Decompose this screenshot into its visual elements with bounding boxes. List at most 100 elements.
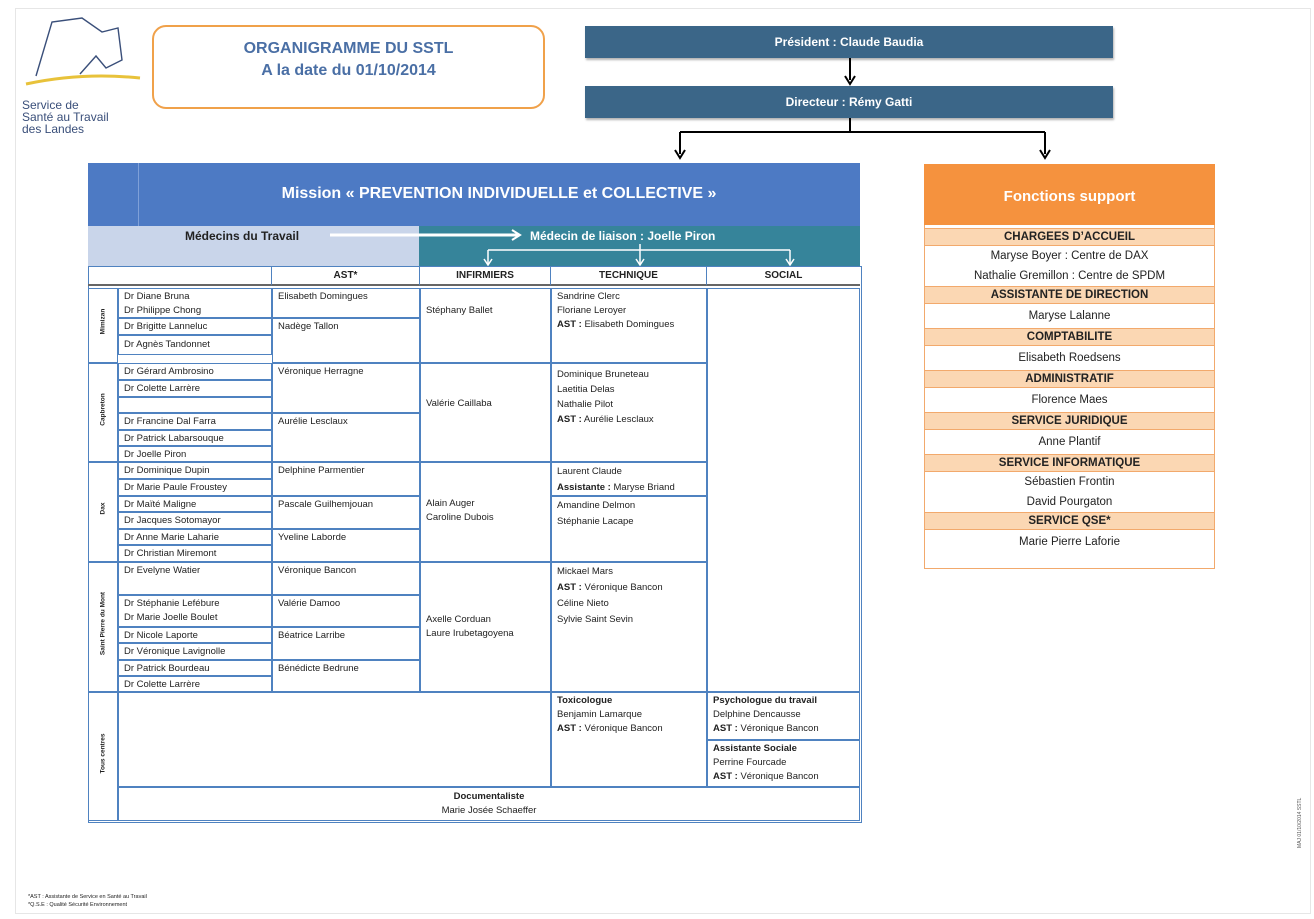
- infirmier-name: Laure Irubetagoyena: [426, 628, 514, 639]
- technique-cell: Sandrine Clerc Floriane Leroyer AST : El…: [551, 288, 707, 363]
- ast-name: Véronique Herragne: [278, 366, 364, 377]
- technique-ast-line: AST : Aurélie Lesclaux: [557, 412, 701, 427]
- title-line-2: A la date du 01/10/2014: [261, 62, 436, 79]
- support-person: Maryse Boyer : Centre de DAX: [990, 250, 1149, 262]
- technique-ast: Véronique Bancon: [581, 582, 663, 593]
- doctor-name: Dr Francine Dal Farra: [124, 416, 216, 427]
- ast-cell: Yveline Laborde: [272, 529, 420, 562]
- ast-name: Elisabeth Domingues: [278, 291, 368, 302]
- doctor-cell: Dr Marie Paule Froustey: [118, 479, 272, 496]
- infirmier-name: Stéphany Ballet: [426, 305, 493, 316]
- tous-centres-empty: [118, 692, 551, 787]
- doctor-name: Dr Nicole Laporte: [124, 630, 198, 641]
- doctor-name: Dr Diane Bruna: [124, 291, 190, 302]
- toxicologue-title: Toxicologue: [557, 695, 613, 706]
- technique-name: Floriane Leroyer: [557, 305, 627, 316]
- technique-ast-line: AST : Véronique Bancon: [557, 580, 701, 596]
- mission-header: Mission « PREVENTION INDIVIDUELLE et COL…: [88, 163, 860, 226]
- ast-cell: Véronique Herragne: [272, 363, 420, 413]
- assistante-sociale-ast-line: AST : Véronique Bancon: [713, 770, 854, 784]
- technique-name: Sylvie Saint Sevin: [557, 614, 634, 625]
- doctor-name: Dr Véronique Lavignolle: [124, 646, 226, 657]
- mission-title: Mission « PREVENTION INDIVIDUELLE et COL…: [281, 185, 717, 202]
- support-section-header: SERVICE JURIDIQUE: [924, 412, 1215, 430]
- support-title: Fonctions support: [924, 164, 1215, 225]
- doctor-name: Dr Colette Larrère: [124, 383, 201, 394]
- doctor-name: Dr Marie Paule Froustey: [124, 482, 227, 493]
- social-cell-empty: [707, 288, 860, 692]
- support-section-header: ASSISTANTE DE DIRECTION: [924, 286, 1215, 304]
- doctor-name: Dr Philippe Chong: [124, 305, 202, 316]
- footnote-qse: *Q.S.E : Qualité Sécurité Environnement: [28, 902, 128, 908]
- liaison-label: Médecin de liaison : Joelle Piron: [530, 229, 716, 243]
- ast-name: Valérie Damoo: [278, 598, 341, 609]
- support-section-header: COMPTABILITE: [924, 328, 1215, 346]
- documentaliste-name: Marie Josée Schaeffer: [441, 805, 537, 816]
- logo-line-3: des Landes: [22, 122, 85, 136]
- support-person: Maryse Lalanne: [1028, 310, 1111, 322]
- technique-name: Laetitia Delas: [557, 384, 615, 395]
- ast-prefix: AST :: [557, 414, 582, 425]
- logo-line-1: Service de: [22, 98, 79, 112]
- doctor-cell: Dr Joelle Piron: [118, 446, 272, 462]
- doctor-cell: Dr Brigitte Lanneluc: [118, 318, 272, 335]
- infirmier-cell: Stéphany Ballet: [420, 288, 551, 363]
- sstl-logo: Service de Santé au Travail des Landes: [22, 14, 142, 154]
- title-line-1: ORGANIGRAMME DU SSTL: [243, 40, 454, 57]
- landes-map-icon: [25, 17, 141, 86]
- doctor-name: Dr Christian Miremont: [124, 548, 217, 559]
- doctor-name: Dr Stéphanie Lefébure: [124, 598, 220, 609]
- assistante-sociale-cell: Assistante Sociale Perrine Fourcade AST …: [707, 740, 860, 787]
- doctor-cell: Dr Dominique Dupin: [118, 462, 272, 479]
- doctor-name: Dr Anne Marie Laharie: [124, 532, 220, 543]
- doctor-cell: Dr Patrick Labarsouque: [118, 430, 272, 446]
- assistante-prefix: Assistante :: [557, 482, 611, 493]
- header-infirmiers: INFIRMIERS: [420, 266, 551, 286]
- ast-prefix: AST :: [557, 723, 582, 734]
- doctor-cell: Dr Evelyne Watier: [118, 562, 272, 595]
- ast-prefix: AST :: [557, 582, 582, 593]
- support-person: Anne Plantif: [1038, 436, 1101, 448]
- header-ast: AST*: [272, 266, 420, 286]
- ast-name: Béatrice Larribe: [278, 630, 346, 641]
- mission-side-strip: [88, 163, 139, 226]
- doctor-cell-empty: [118, 397, 272, 413]
- president-label: Président : Claude Baudia: [774, 35, 924, 49]
- documentaliste-title: Documentaliste: [453, 791, 525, 802]
- technique-cell: Amandine Delmon Stéphanie Lacape: [551, 496, 707, 562]
- technique-cell: Mickael Mars AST : Véronique Bancon Céli…: [551, 562, 707, 692]
- centre-label-dax: Dax: [99, 502, 107, 515]
- ast-cell: Delphine Parmentier: [272, 462, 420, 496]
- doctor-cell: Dr Jacques Sotomayor: [118, 512, 272, 529]
- assistante-sociale-title: Assistante Sociale: [713, 743, 797, 754]
- ast-cell: Aurélie Lesclaux: [272, 413, 420, 462]
- technique-ast-line: AST : Elisabeth Domingues: [557, 318, 701, 332]
- medecins-label: Médecins du Travail: [185, 229, 300, 243]
- doctor-name: Dr Gérard Ambrosino: [124, 366, 214, 377]
- technique-name: Laurent Claude: [557, 466, 622, 477]
- technique-name: Sandrine Clerc: [557, 291, 620, 302]
- ast-cell: Nadège Tallon: [272, 318, 420, 363]
- ast-name: Delphine Parmentier: [278, 465, 365, 476]
- doctor-cell: Dr Colette Larrère: [118, 380, 272, 397]
- toxicologue-ast: Véronique Bancon: [581, 723, 663, 734]
- footnote-ast: *AST : Assistante de Service en Santé au…: [28, 894, 147, 900]
- infirmier-name: Axelle Corduan: [426, 614, 491, 625]
- technique-name: Dominique Bruneteau: [557, 369, 649, 380]
- toxicologue-name: Benjamin Lamarque: [557, 709, 643, 720]
- doctor-name: Dr Patrick Bourdeau: [124, 663, 210, 674]
- doctor-name: Dr Dominique Dupin: [124, 465, 210, 476]
- doctor-cell: Dr Stéphanie Lefébure Dr Marie Joelle Bo…: [118, 595, 272, 627]
- infirmier-cell: Alain Auger Caroline Dubois: [420, 462, 551, 562]
- centre-cell-mimizan: [88, 288, 118, 363]
- ast-prefix: AST :: [713, 723, 738, 734]
- technique-ast: Elisabeth Domingues: [581, 319, 675, 330]
- technique-name: Stéphanie Lacape: [557, 516, 634, 527]
- support-person: Sébastien Frontin: [1024, 476, 1115, 488]
- centre-label-capbreton: Capbreton: [99, 393, 107, 426]
- infirmier-cell: Axelle Corduan Laure Irubetagoyena: [420, 562, 551, 692]
- assistante-sociale-name: Perrine Fourcade: [713, 757, 787, 768]
- doctor-cell: Dr Patrick Bourdeau: [118, 660, 272, 676]
- support-section-header: SERVICE QSE*: [924, 512, 1215, 530]
